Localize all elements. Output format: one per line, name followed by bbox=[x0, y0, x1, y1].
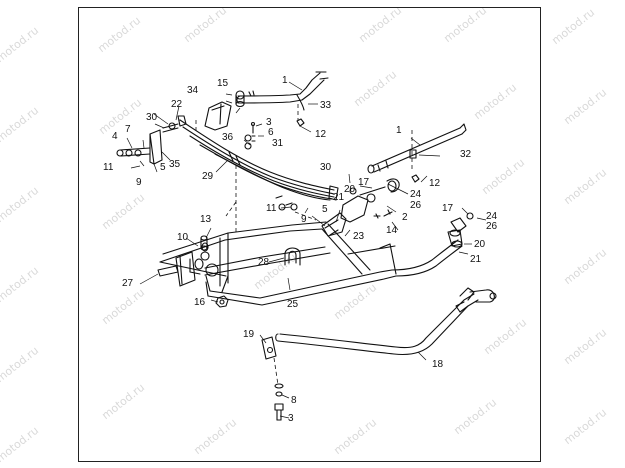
callout-1: 1 bbox=[282, 75, 288, 86]
guide-line bbox=[273, 357, 279, 386]
leaf-spring bbox=[177, 115, 339, 201]
guide-line bbox=[225, 201, 237, 217]
callout-1: 1 bbox=[396, 125, 402, 136]
knuckle bbox=[157, 242, 219, 287]
callout-17: 17 bbox=[442, 203, 454, 214]
callout-10: 10 bbox=[177, 232, 189, 243]
callout-33: 33 bbox=[320, 100, 332, 111]
clip-19 bbox=[261, 336, 277, 360]
callout-30: 30 bbox=[320, 162, 332, 173]
callout-13: 13 bbox=[200, 214, 212, 225]
callout-25: 25 bbox=[287, 299, 299, 310]
callout-11: 11 bbox=[266, 203, 277, 214]
callout-12: 12 bbox=[429, 178, 441, 189]
callout-21: 21 bbox=[333, 192, 345, 203]
callout-21: 21 bbox=[470, 254, 482, 265]
u-bolt bbox=[284, 247, 301, 266]
callout-23: 23 bbox=[353, 231, 365, 242]
rod-18 bbox=[275, 287, 497, 356]
guide-line bbox=[294, 211, 317, 221]
callout-22: 22 bbox=[171, 99, 183, 110]
callout-5: 5 bbox=[160, 162, 166, 173]
diagram-frame bbox=[78, 7, 541, 462]
spring-hanger bbox=[204, 71, 329, 131]
callout-17: 17 bbox=[358, 177, 370, 188]
nut-16 bbox=[215, 295, 229, 308]
callout-31: 31 bbox=[272, 138, 284, 149]
shackle-left bbox=[116, 122, 179, 165]
callout-32: 32 bbox=[460, 149, 472, 160]
bushing-15 bbox=[235, 90, 245, 108]
callout-18: 18 bbox=[432, 359, 444, 370]
callout-19: 19 bbox=[243, 329, 255, 340]
callout-20: 20 bbox=[474, 239, 486, 250]
callout-20: 20 bbox=[344, 184, 356, 195]
callout-29: 29 bbox=[202, 171, 214, 182]
callout-3: 3 bbox=[288, 413, 294, 424]
callout-35: 35 bbox=[169, 159, 181, 170]
frame-arm bbox=[159, 221, 463, 306]
callout-6: 6 bbox=[268, 127, 274, 138]
callout-24: 24 bbox=[486, 211, 498, 222]
callout-14: 14 bbox=[386, 225, 398, 236]
callout-26: 26 bbox=[410, 200, 422, 211]
callout-24: 24 bbox=[410, 189, 422, 200]
callout-4: 4 bbox=[112, 131, 118, 142]
callout-3: 3 bbox=[266, 117, 272, 128]
callout-16: 16 bbox=[194, 297, 206, 308]
callout-12: 12 bbox=[315, 129, 327, 140]
callout-26: 26 bbox=[486, 221, 498, 232]
right-bracket-parts bbox=[447, 212, 474, 248]
callout-30: 30 bbox=[146, 112, 158, 123]
rod-32 bbox=[367, 123, 467, 174]
callout-8: 8 bbox=[291, 395, 297, 406]
callout-2: 2 bbox=[402, 212, 408, 223]
callout-27: 27 bbox=[122, 278, 134, 289]
callout-34: 34 bbox=[187, 85, 199, 96]
callout-36: 36 bbox=[222, 132, 234, 143]
callout-7: 7 bbox=[125, 124, 131, 135]
callout-15: 15 bbox=[217, 78, 229, 89]
bolt-bottom bbox=[274, 383, 284, 421]
stud-13 bbox=[200, 235, 208, 251]
callout-9: 9 bbox=[301, 214, 307, 225]
callout-28: 28 bbox=[258, 257, 270, 268]
shackle-center bbox=[244, 124, 254, 150]
callout-5: 5 bbox=[322, 204, 328, 215]
callout-11: 11 bbox=[103, 162, 114, 173]
callout-9: 9 bbox=[136, 177, 142, 188]
